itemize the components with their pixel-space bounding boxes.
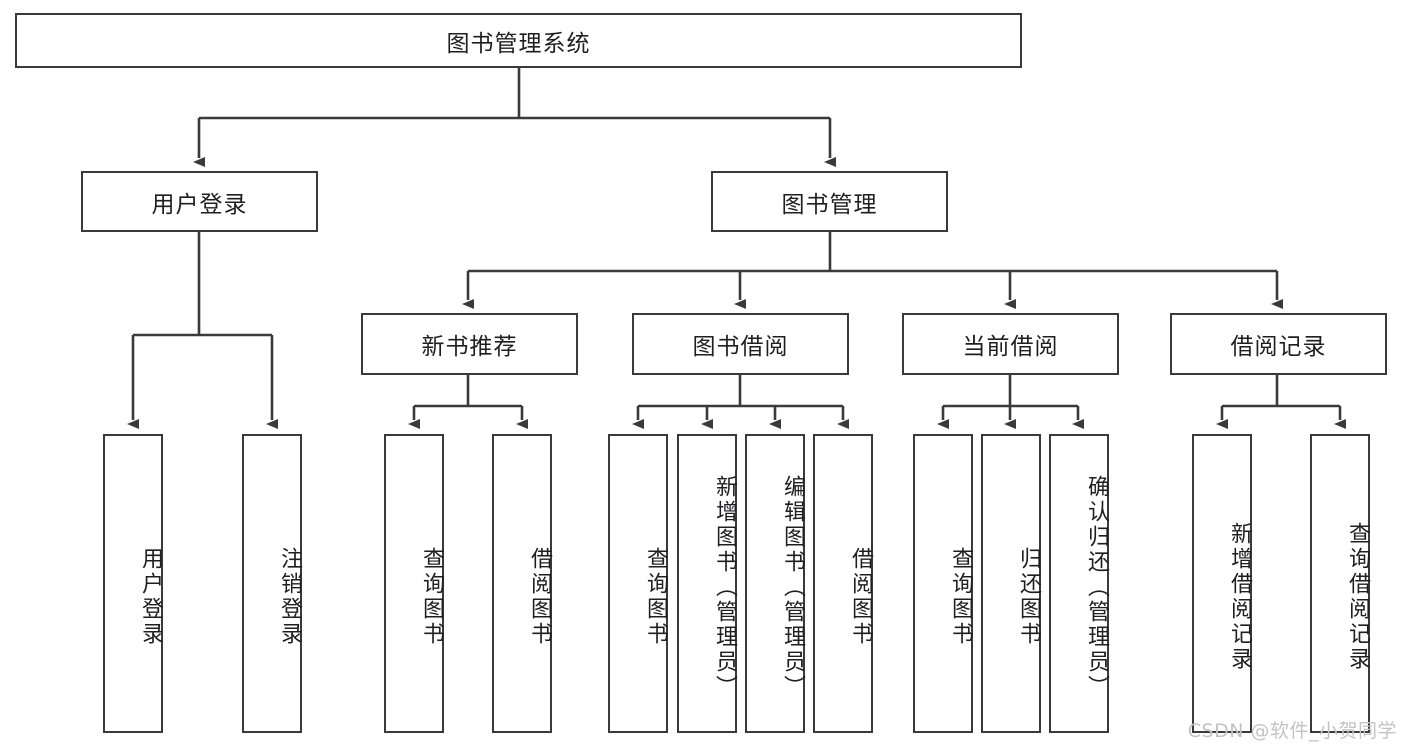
node-book-management[interactable]: 图书管理 [711,171,948,232]
leaf-user-login[interactable]: 用户登录 [103,434,163,733]
leaf-return-book[interactable]: 归还图书 [981,434,1041,733]
node-current-borrow[interactable]: 当前借阅 [902,313,1119,375]
leaf-query-book-recommend[interactable]: 查询图书 [384,434,444,733]
node-user-login[interactable]: 用户登录 [81,171,318,232]
leaf-add-book-admin[interactable]: 新增图书（管理员） [677,434,737,733]
node-book-borrow[interactable]: 图书借阅 [632,313,849,375]
leaf-query-borrow-record[interactable]: 查询借阅记录 [1310,434,1370,733]
leaf-query-book-borrow[interactable]: 查询图书 [608,434,668,733]
leaf-edit-book-admin[interactable]: 编辑图书（管理员） [745,434,805,733]
node-root-book-management-system[interactable]: 图书管理系统 [15,13,1022,68]
leaf-confirm-return-admin[interactable]: 确认归还（管理员） [1049,434,1109,733]
node-borrow-record[interactable]: 借阅记录 [1170,313,1387,375]
node-new-book-recommend[interactable]: 新书推荐 [361,313,578,375]
leaf-borrow-book[interactable]: 借阅图书 [813,434,873,733]
leaf-borrow-book-recommend[interactable]: 借阅图书 [492,434,552,733]
leaf-add-borrow-record[interactable]: 新增借阅记录 [1192,434,1252,733]
leaf-query-book-current[interactable]: 查询图书 [913,434,973,733]
csdn-watermark: CSDN @软件_小贺同学 [1187,720,1397,742]
leaf-logout[interactable]: 注销登录 [242,434,302,733]
